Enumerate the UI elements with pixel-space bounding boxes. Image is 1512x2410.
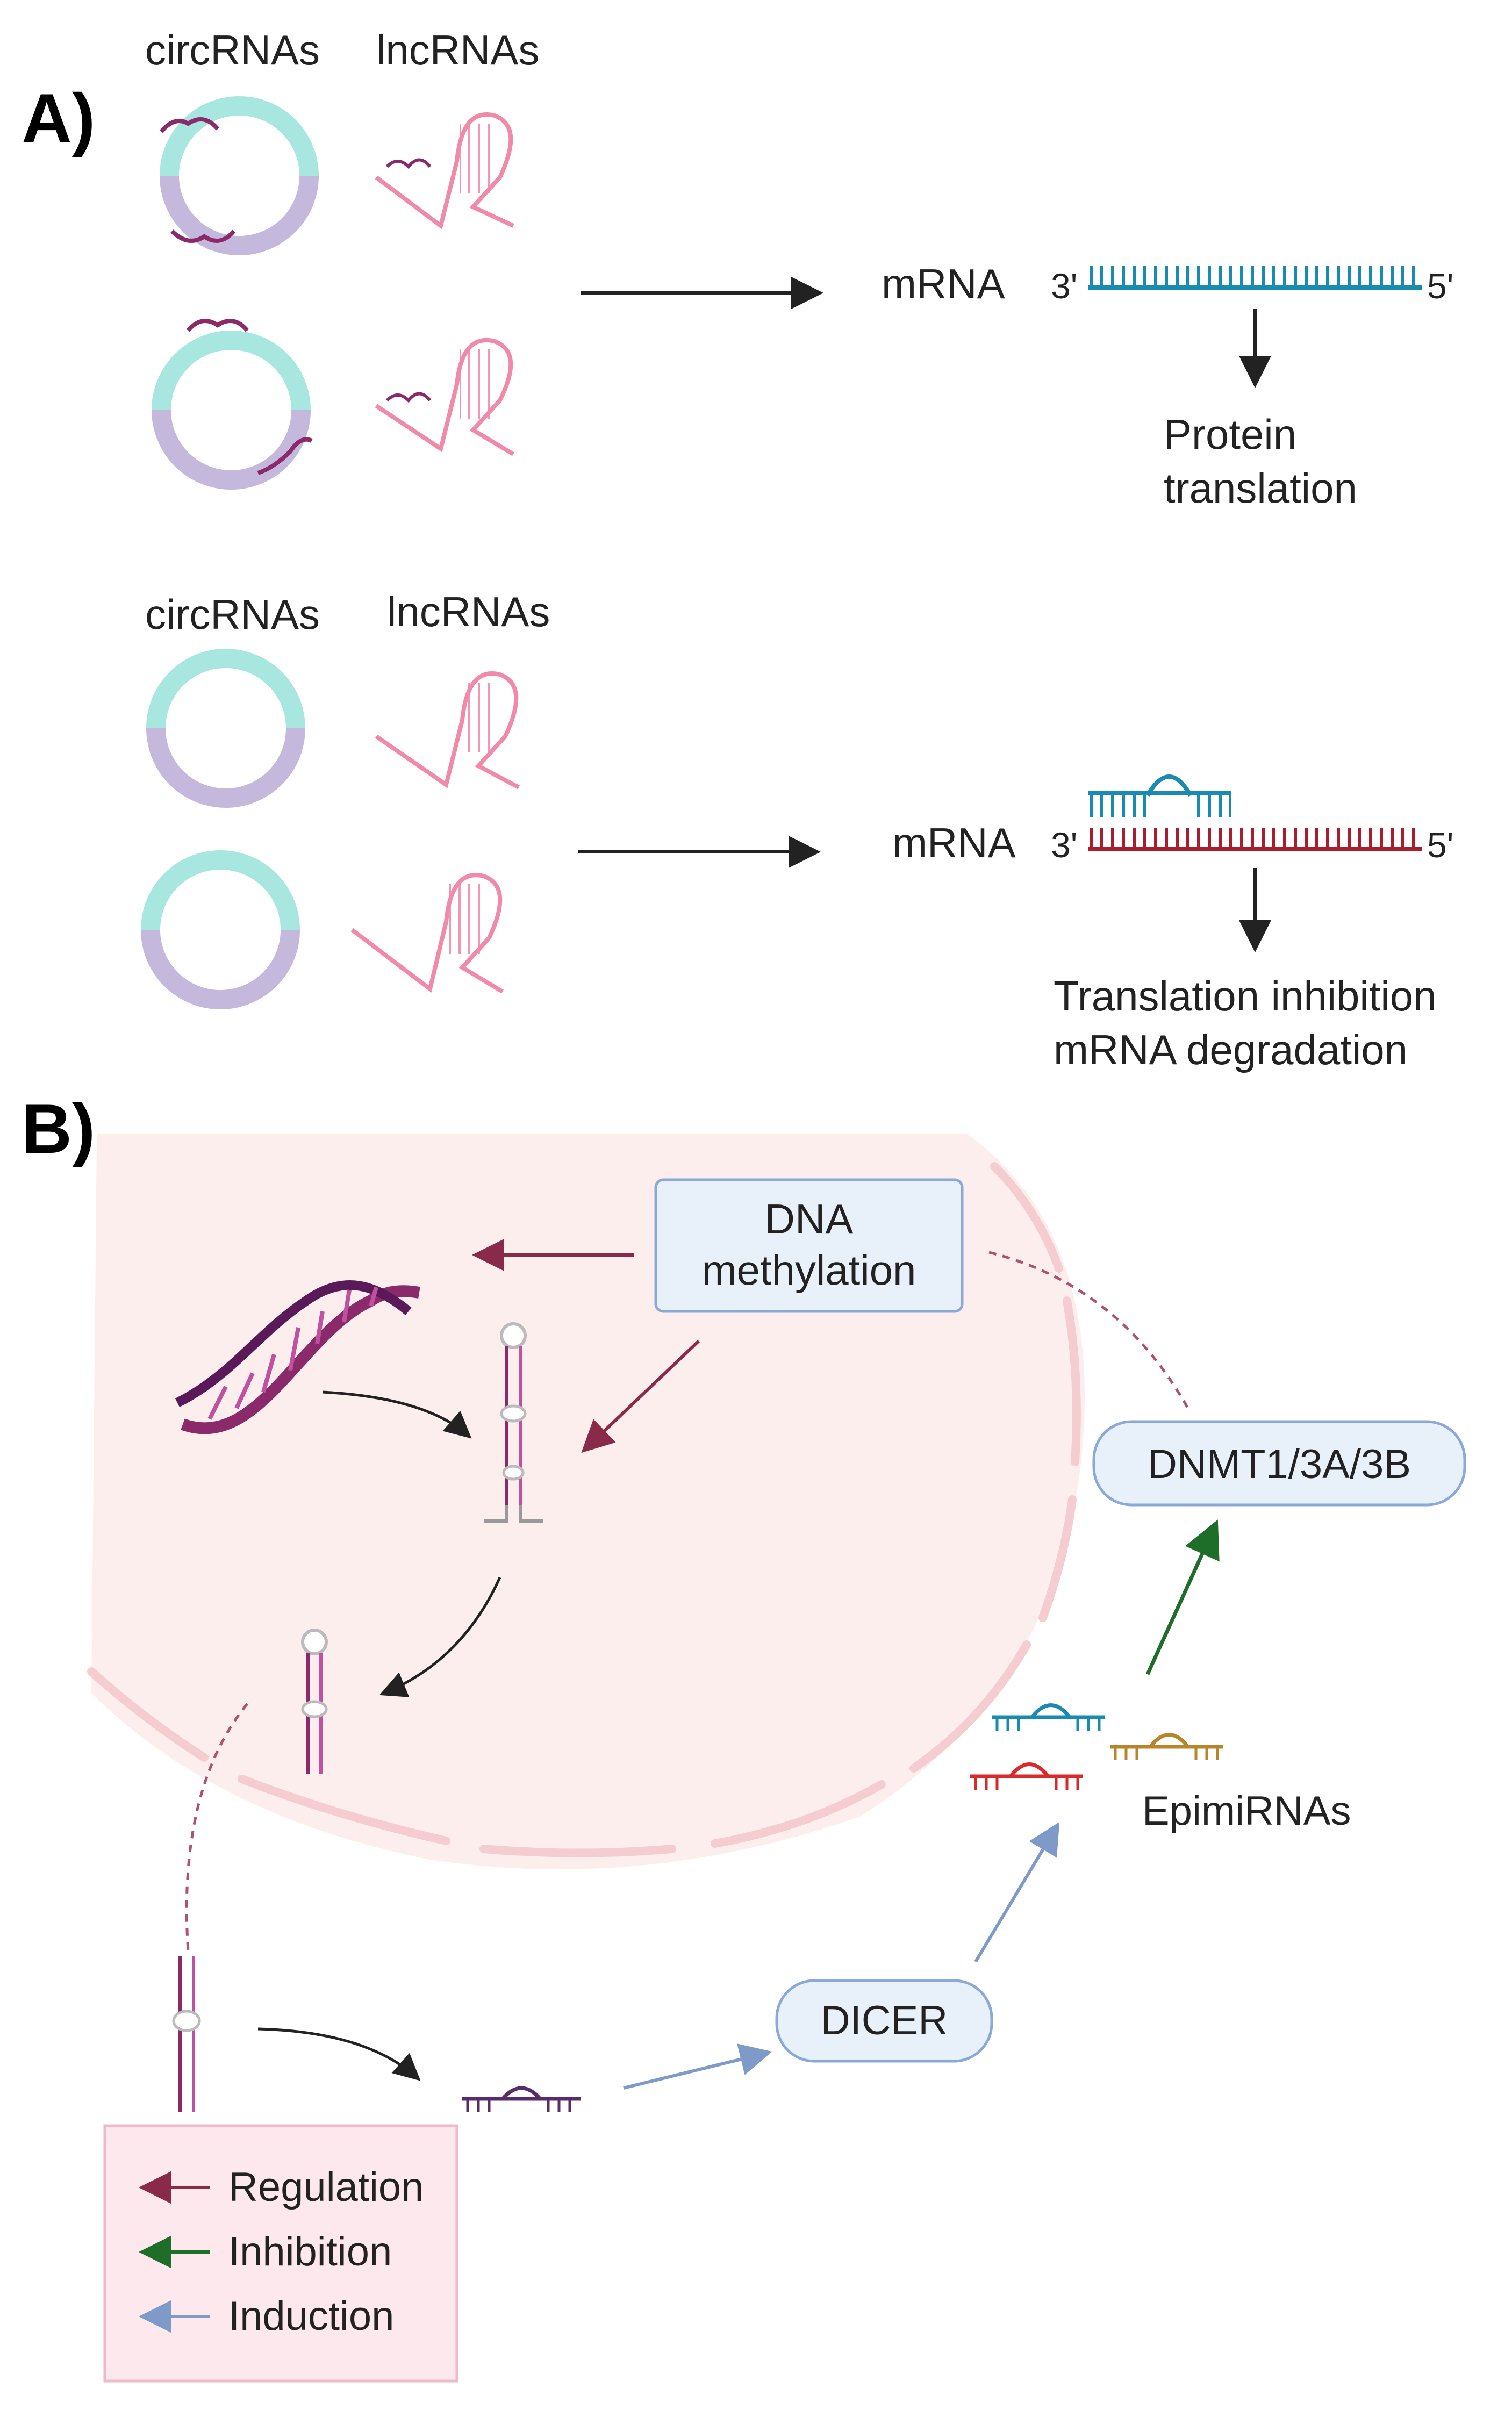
epimirna-red-icon (970, 1762, 1083, 1790)
dicer-label: DICER (821, 1998, 948, 2043)
bottom-circrnas-label: circRNAs (145, 591, 320, 638)
dna-methylation-box (654, 1178, 964, 1313)
panel-a-letter: A) (22, 79, 95, 157)
bottom-lncrnas-label: lncRNAs (387, 588, 550, 635)
induction-arrow-to-dicer (623, 2043, 772, 2090)
legend-regulation-label: Regulation (228, 2164, 424, 2210)
lncrna-bottom-1 (375, 671, 520, 790)
circrna-ring-bottom-2 (141, 850, 300, 1009)
circrna-ring-bottom-1 (146, 649, 305, 808)
top-outcome-line2: translation (1164, 464, 1357, 512)
dna-helix-icon (175, 1280, 420, 1434)
top-mrna-label: mRNA (882, 260, 1005, 307)
top-three-prime: 3' (1051, 266, 1077, 306)
top-five-prime: 5' (1427, 266, 1453, 306)
epimirna-gold-icon (1110, 1733, 1223, 1760)
regulation-arrow-to-hairpin (581, 1339, 700, 1453)
bottom-mrna-duplex (1088, 774, 1422, 851)
lncrna-bottom-2 (350, 873, 504, 994)
bottom-three-prime: 3' (1051, 825, 1077, 865)
dnmt-box (1092, 1420, 1466, 1507)
export-dashed (185, 1703, 248, 1952)
top-lncrnas-label: lncRNAs (376, 26, 539, 74)
inhibition-arrow-to-dnmt (1145, 1519, 1220, 1675)
legend-induction-label: Induction (228, 2293, 394, 2339)
pre-mirna-hairpin-icon (301, 1629, 328, 1774)
bottom-outcome-line2: mRNA degradation (1054, 1026, 1408, 1073)
bottom-outcome-line1: Translation inhibition (1054, 972, 1437, 1020)
pri-mirna-hairpin-icon (484, 1322, 543, 1523)
dna-to-hairpin-arrow (322, 1390, 472, 1439)
dnmt-label: DNMT1/3A/3B (1148, 1441, 1411, 1487)
epimirna-blue-icon (992, 1703, 1105, 1731)
cyto-to-mirna-arrow (257, 2027, 421, 2081)
lncrna-top-2 (375, 338, 515, 456)
legend: Regulation Inhibition Induction (103, 2124, 458, 2383)
top-circrnas-label: circRNAs (145, 26, 320, 74)
top-mrna-strand (1088, 266, 1422, 290)
epimirnas-label: EpimiRNAs (1142, 1788, 1351, 1834)
mature-mirna-icon (462, 2086, 581, 2112)
dicer-box (775, 1979, 993, 2063)
panel-b-letter: B) (22, 1089, 95, 1168)
cytoplasmic-pre-mirna-icon (172, 1956, 201, 2112)
bottom-mrna-label: mRNA (892, 819, 1016, 866)
nuclear-envelope (87, 1162, 1081, 1857)
processing-arrow (379, 1576, 501, 1697)
legend-inhibition-label: Inhibition (228, 2229, 392, 2275)
dna-methylation-line2: methylation (702, 1246, 916, 1294)
induction-arrow-to-epimirnas (974, 1821, 1060, 1963)
bottom-five-prime: 5' (1427, 825, 1453, 865)
dna-methylation-line1: DNA (765, 1195, 854, 1243)
circrna-ring-top-1 (159, 96, 319, 255)
top-outcome-line1: Protein (1164, 411, 1296, 458)
lncrna-top-1 (375, 112, 514, 229)
circrna-ring-top-2 (152, 319, 313, 490)
dnmt-feedback-dashed (988, 1251, 1189, 1409)
